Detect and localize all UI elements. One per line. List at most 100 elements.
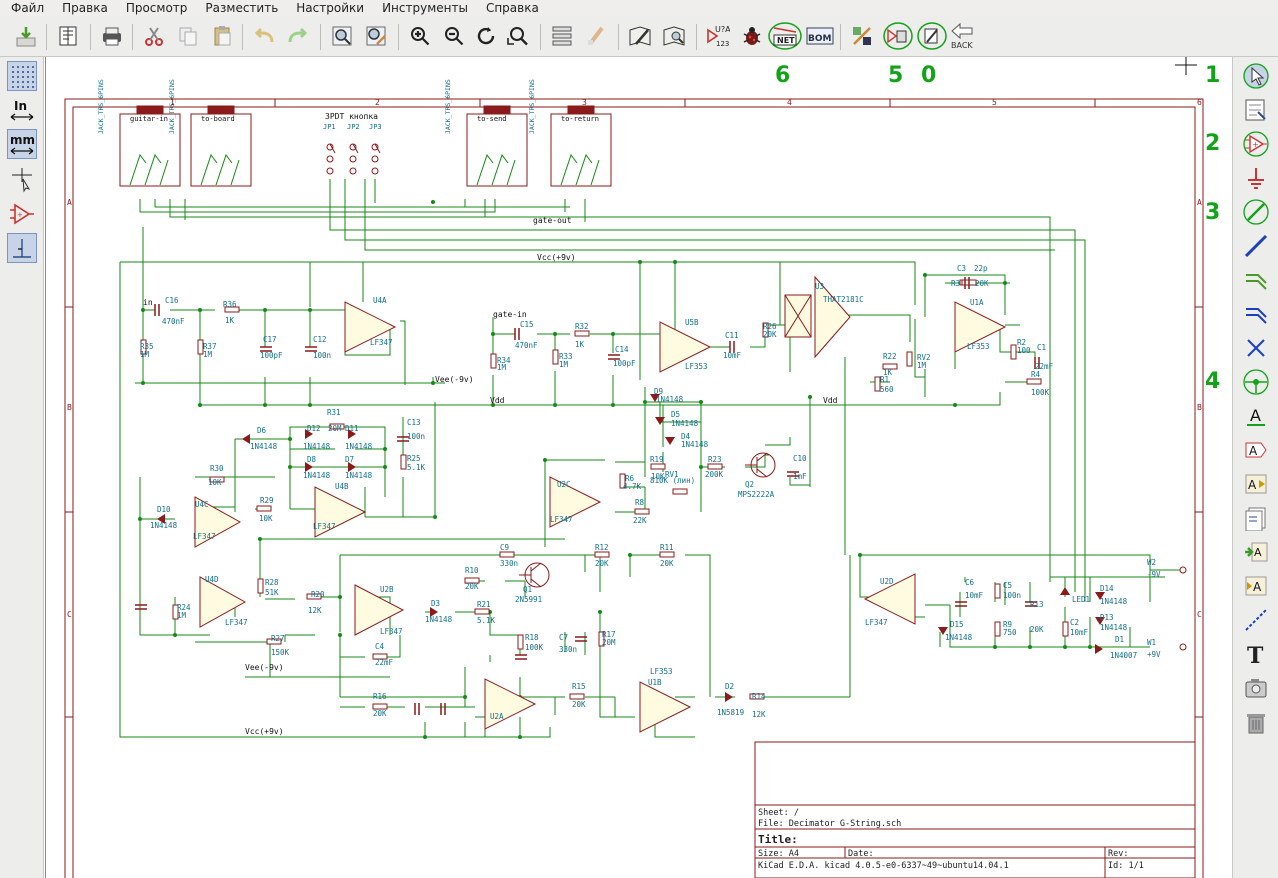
opamp-u4b[interactable] [314, 486, 367, 538]
opamp-u4d[interactable] [199, 576, 247, 628]
cursor-shape-button[interactable] [7, 165, 37, 195]
opamp-u4a[interactable] [344, 301, 397, 353]
hidden-pins-button[interactable]: + [7, 199, 37, 229]
units-inches-button[interactable]: In [7, 95, 37, 125]
page-settings-button[interactable] [54, 22, 82, 50]
print-button[interactable] [98, 22, 126, 50]
erc-button[interactable] [738, 22, 766, 50]
menu-tools[interactable]: Инструменты [382, 1, 468, 15]
jack-to-return[interactable] [550, 113, 612, 187]
sim-button[interactable] [916, 22, 948, 50]
crosshair-cursor [1175, 57, 1197, 75]
menu-view[interactable]: Просмотр [125, 1, 188, 15]
jack-guitar-in[interactable] [119, 113, 181, 187]
menu-help[interactable]: Справка [485, 1, 539, 15]
q1-value-label: 2N5991 [515, 595, 542, 604]
place-hier-label-button[interactable]: A [1241, 469, 1271, 499]
add-image-button[interactable] [1241, 673, 1271, 703]
opamp-u1a[interactable] [954, 301, 1007, 353]
zoom-out-button[interactable] [440, 22, 468, 50]
copy-button[interactable] [174, 22, 202, 50]
terminal-w1[interactable] [1179, 643, 1187, 651]
library-browser-button[interactable] [660, 22, 688, 50]
delete-button[interactable] [1241, 707, 1271, 737]
hierarchy-navigator-button[interactable] [548, 22, 576, 50]
hierarchy-tool-button[interactable] [1241, 95, 1271, 125]
passive-ref-label: R36 [223, 300, 237, 309]
place-junction-button[interactable] [1241, 367, 1271, 397]
annotation-4: 4 [1205, 369, 1221, 394]
terminal-w2[interactable] [1179, 566, 1187, 574]
units-in-label: In [14, 99, 27, 113]
menu-preferences[interactable]: Настройки [296, 1, 365, 15]
opamp-u2d[interactable] [863, 573, 916, 625]
switch-jp1: JP1 [323, 123, 336, 131]
paste-button[interactable] [208, 22, 236, 50]
wire-to-bus-button[interactable] [1241, 265, 1271, 295]
jack-to-send[interactable] [466, 113, 528, 187]
jack-to-board[interactable] [190, 113, 252, 187]
place-power-button[interactable] [1241, 163, 1271, 193]
menu-edit[interactable]: Правка [62, 1, 108, 15]
passive-value-label: 20K [373, 709, 387, 718]
title-rev: Rev: [1108, 849, 1128, 859]
zoom-in-button[interactable] [406, 22, 434, 50]
schematic-canvas[interactable]: 1 2 3 4 5 6 A B C A B C Sheet: / File: D… [45, 57, 1231, 878]
select-tool-button[interactable] [1241, 61, 1271, 91]
bus-to-bus-button[interactable] [1241, 299, 1271, 329]
opamp-u1b[interactable] [639, 681, 692, 733]
bom-button[interactable]: BOM [806, 22, 834, 50]
diode-ref-label: D7 [345, 455, 354, 464]
opamp-u5b[interactable] [659, 321, 712, 373]
leave-sheet-button[interactable] [582, 22, 610, 50]
grid-toggle-button[interactable] [7, 61, 37, 91]
netlist-button[interactable]: NET [768, 22, 802, 50]
passive-ref-label: C10 [793, 454, 807, 463]
pcbnew-button[interactable] [882, 22, 914, 50]
back-button[interactable]: BACK [950, 22, 980, 50]
passive-value-label: 100n [313, 351, 331, 360]
opamp-u2a[interactable] [484, 678, 537, 730]
units-mm-button[interactable]: mm [7, 129, 37, 159]
passive-ref-label: R22 [883, 352, 897, 361]
opamp-u2b[interactable] [354, 584, 405, 636]
jack-to-return-name: to-return [561, 115, 599, 123]
place-component-button[interactable]: + [1241, 129, 1271, 159]
no-connect-button[interactable] [1241, 333, 1271, 363]
redo-button[interactable] [284, 22, 312, 50]
cvpcb-button[interactable] [848, 22, 876, 50]
passive-ref-label: R29 [260, 496, 274, 505]
passive-ref-label: C13 [407, 418, 421, 427]
diode-ref-label: D9 [654, 387, 663, 396]
opamp-u4c[interactable] [194, 496, 242, 548]
undo-button[interactable] [250, 22, 278, 50]
import-sheet-pin-button[interactable]: A [1241, 537, 1271, 567]
passive-value-label: 470nF [515, 341, 538, 350]
menu-place[interactable]: Разместить [205, 1, 279, 15]
cut-button[interactable] [140, 22, 168, 50]
menu-file[interactable]: Файл [11, 1, 45, 15]
redraw-button[interactable] [472, 22, 500, 50]
place-global-label-button[interactable]: A [1241, 435, 1271, 465]
bus-wire-angle-button[interactable] [7, 233, 37, 263]
find-button[interactable] [328, 22, 356, 50]
find-replace-button[interactable] [362, 22, 390, 50]
add-sheet-pin-button[interactable]: A [1241, 571, 1271, 601]
new-schematic-button[interactable] [12, 22, 40, 50]
q2-value-label: MPS2222A [738, 490, 775, 499]
place-bus-button[interactable] [1241, 231, 1271, 261]
vca-u3[interactable] [814, 275, 851, 359]
schematic-drawing: 1 2 3 4 5 6 A B C A B C Sheet: / File: D… [64, 57, 1204, 878]
opamp-u2c[interactable] [549, 476, 602, 528]
place-sheet-button[interactable] [1241, 503, 1271, 533]
border-col-1: 1 [170, 98, 175, 107]
zoom-fit-button[interactable] [504, 22, 532, 50]
graphic-line-button[interactable] [1241, 605, 1271, 635]
place-wire-button[interactable] [1241, 197, 1271, 227]
place-net-label-button[interactable]: A [1241, 401, 1271, 431]
graphic-text-button[interactable]: T [1241, 639, 1271, 669]
library-editor-button[interactable] [626, 22, 654, 50]
svg-text:A: A [1254, 546, 1262, 559]
